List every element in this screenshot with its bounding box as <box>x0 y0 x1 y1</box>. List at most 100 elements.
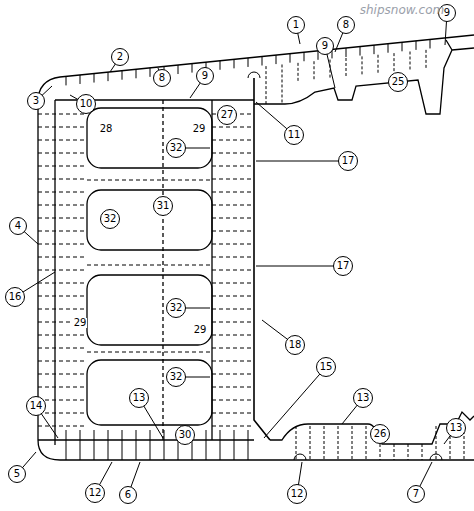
bulkhead-stiffener <box>212 166 254 167</box>
callout-circle: 18 <box>285 335 305 355</box>
callout-number: 2 <box>117 52 123 62</box>
web-stiffener <box>282 64 283 104</box>
callout-number: 9 <box>202 71 208 81</box>
floor <box>422 444 423 460</box>
floor <box>408 444 409 460</box>
callout-circle: 32 <box>166 298 186 318</box>
side-stiffener <box>38 413 87 414</box>
side-stiffener <box>38 153 87 154</box>
bulkhead-stiffener <box>212 218 254 219</box>
floor <box>380 444 381 460</box>
watermark: shipsnow.com <box>359 4 446 16</box>
deck-frame <box>304 52 305 61</box>
deck-frame <box>178 65 179 74</box>
callout-circle: 13 <box>129 388 149 408</box>
leader-lines <box>15 13 456 495</box>
callout-number: 31 <box>157 201 170 211</box>
deck-frame <box>220 61 221 70</box>
bulkhead-stiffener <box>212 387 254 388</box>
deck-frame <box>136 69 137 78</box>
side-stiffener <box>38 127 87 128</box>
hull-outline <box>38 35 474 460</box>
deck-frame <box>192 64 193 73</box>
callout-circle: 8 <box>153 69 171 87</box>
side-stiffener <box>38 283 87 284</box>
side-stiffener <box>38 179 87 180</box>
bulkhead-stiffener <box>212 244 254 245</box>
floor <box>436 426 437 460</box>
deck-frame <box>262 57 263 66</box>
floor <box>122 430 123 460</box>
web-stiffener <box>298 63 299 83</box>
callout-number: 8 <box>343 20 349 30</box>
bulkhead-stiffener <box>212 309 254 310</box>
bulkhead-stiffener <box>212 413 254 414</box>
side-stiffener <box>38 335 87 336</box>
side-stiffener <box>38 192 87 193</box>
deck-frame <box>360 47 361 56</box>
callout-circle: 15 <box>316 357 336 377</box>
callout-number: 8 <box>159 73 165 83</box>
callout-number: 29 <box>192 124 207 134</box>
callout-number: 13 <box>133 393 146 403</box>
bulkhead-stiffener <box>212 179 254 180</box>
side-stiffener <box>38 231 87 232</box>
side-stiffener <box>38 270 87 271</box>
callout-circle: 7 <box>407 485 425 503</box>
callout-number: 17 <box>342 156 355 166</box>
callout-number: 32 <box>170 372 183 382</box>
web-stiffener <box>362 56 363 76</box>
deck-frame <box>122 71 123 80</box>
callout-number: 6 <box>125 490 131 500</box>
floor <box>136 430 137 460</box>
callout-circle: 13 <box>446 418 466 438</box>
web-stiffener <box>426 50 427 70</box>
callout-circle: 32 <box>166 138 186 158</box>
bulkhead-stiffener <box>212 335 254 336</box>
bulkhead-stiffener <box>212 127 254 128</box>
callout-number: 15 <box>320 362 333 372</box>
callout-circle: 9 <box>196 67 214 85</box>
bulkhead-stiffener <box>212 348 254 349</box>
floor <box>248 430 249 460</box>
bulkhead-stiffener <box>212 400 254 401</box>
callout-circle: 1 <box>287 16 305 34</box>
side-stiffener <box>38 348 87 349</box>
deck-frame <box>276 55 277 64</box>
deck-frame <box>248 58 249 67</box>
callout-circle: 4 <box>9 217 27 235</box>
side-stiffener <box>38 114 87 115</box>
bulkhead-stiffener <box>212 140 254 141</box>
web-stiffener <box>346 58 347 78</box>
callout-number: 5 <box>14 469 20 479</box>
callout-number: 7 <box>413 489 419 499</box>
side-stiffener <box>38 296 87 297</box>
callout-number: 11 <box>288 130 301 140</box>
bulkhead-stiffener <box>212 270 254 271</box>
bulkhead-stiffener <box>212 322 254 323</box>
side-stiffener <box>38 387 87 388</box>
side-stiffener <box>38 309 87 310</box>
deck-frame <box>388 44 389 53</box>
callout-number: 3 <box>33 96 39 106</box>
callout-circle: 27 <box>217 105 237 125</box>
side-stiffener <box>38 218 87 219</box>
callout-number: 32 <box>170 143 183 153</box>
deck-frame <box>346 48 347 57</box>
floor <box>66 430 67 460</box>
callout-circle: 32 <box>100 209 120 229</box>
callout-number: 29 <box>73 318 88 328</box>
callout-circle: 3 <box>27 92 45 110</box>
side-stiffener <box>38 361 87 362</box>
callout-number: 9 <box>444 8 450 18</box>
callout-circle: 13 <box>353 388 373 408</box>
callout-circle: 12 <box>85 483 105 503</box>
side-stiffener <box>38 257 87 258</box>
callout-number: 10 <box>80 99 93 109</box>
callout-circle: 32 <box>166 367 186 387</box>
floor <box>324 426 325 460</box>
floor <box>108 430 109 460</box>
side-stiffener <box>38 140 87 141</box>
deck-frame <box>430 39 431 48</box>
callout-number: 16 <box>9 292 22 302</box>
